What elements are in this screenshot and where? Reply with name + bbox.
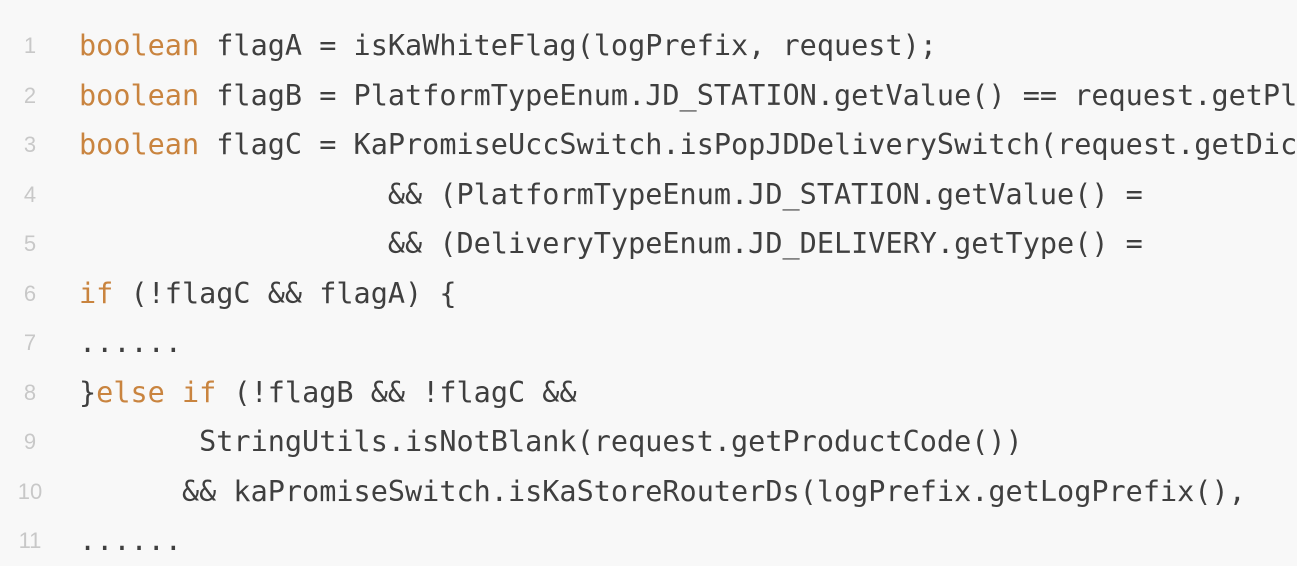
line-number: 3 <box>23 132 37 157</box>
code-keyword: if <box>79 276 114 310</box>
line-code: boolean flagC = KaPromiseUccSwitch.isPop… <box>79 120 1297 170</box>
line-number: 1 <box>23 33 37 58</box>
code-line: 11...... <box>0 516 1280 566</box>
code-line: 6 if (!flagC && flagA) { <box>0 269 1280 319</box>
line-code: && (DeliveryTypeEnum.JD_DELIVERY.getType… <box>79 219 1143 269</box>
code-text: ...... <box>79 524 182 557</box>
code-text: } <box>79 375 97 409</box>
line-number: 2 <box>23 82 37 108</box>
code-keyword: boolean <box>79 128 200 161</box>
code-text: (!flagB && !flagC && <box>216 375 577 409</box>
code-text: (!flagC && flagA) { <box>113 276 457 310</box>
line-number: 6 <box>23 280 37 306</box>
code-keyword: boolean <box>79 29 200 62</box>
code-line: 4 && (PlatformTypeEnum.JD_STATION.getVal… <box>0 170 1280 220</box>
code-text: && kaPromiseSwitch.isKaStoreRouterDs(log… <box>79 474 1246 508</box>
line-code: && (PlatformTypeEnum.JD_STATION.getValue… <box>79 170 1143 220</box>
line-number: 11 <box>18 528 42 553</box>
code-keyword: boolean <box>79 78 200 112</box>
line-code: boolean flagB = PlatformTypeEnum.JD_STAT… <box>79 71 1297 121</box>
code-text: && (DeliveryTypeEnum.JD_DELIVERY.getType… <box>79 227 1143 260</box>
line-number: 4 <box>23 181 37 207</box>
line-number: 8 <box>23 379 37 405</box>
line-code: boolean flagA = isKaWhiteFlag(logPrefix,… <box>79 21 937 71</box>
line-code: ...... <box>79 516 182 566</box>
code-keyword: else if <box>96 375 217 409</box>
code-line: 1 boolean flagA = isKaWhiteFlag(logPrefix… <box>0 21 1280 71</box>
code-viewer: 1 boolean flagA = isKaWhiteFlag(logPrefix… <box>0 21 1297 557</box>
code-line: 8}else if (!flagB && !flagC && <box>0 368 1280 418</box>
code-text: flagB = PlatformTypeEnum.JD_STATION.getV… <box>199 78 1297 112</box>
code-line: 5 && (DeliveryTypeEnum.JD_DELIVERY.getTy… <box>0 219 1280 269</box>
code-line: 10 && kaPromiseSwitch.isKaStoreRouterDs(… <box>0 467 1280 517</box>
code-line: 3 boolean flagC = KaPromiseUccSwitch.isPo… <box>0 120 1297 170</box>
line-code: }else if (!flagB && !flagC && <box>79 368 577 418</box>
line-number: 7 <box>23 330 37 355</box>
line-code: ...... <box>79 318 182 368</box>
line-code: StringUtils.isNotBlank(request.getProduc… <box>79 417 1023 467</box>
line-code: if (!flagC && flagA) { <box>79 269 457 319</box>
line-number: 9 <box>23 429 37 454</box>
line-number: 5 <box>23 231 37 256</box>
line-code: && kaPromiseSwitch.isKaStoreRouterDs(log… <box>79 467 1246 517</box>
code-text: ...... <box>79 326 182 359</box>
code-text: && (PlatformTypeEnum.JD_STATION.getValue… <box>79 177 1143 211</box>
code-text: flagC = KaPromiseUccSwitch.isPopJDDelive… <box>199 128 1297 161</box>
code-line: 7...... <box>0 318 1280 368</box>
code-line: 9 StringUtils.isNotBlank(request.getProd… <box>0 417 1280 467</box>
code-line: 2 boolean flagB = PlatformTypeEnum.JD_STA… <box>0 71 1297 121</box>
line-number: 10 <box>17 478 43 504</box>
code-text: flagA = isKaWhiteFlag(logPrefix, request… <box>199 29 937 62</box>
code-text: StringUtils.isNotBlank(request.getProduc… <box>79 425 1023 458</box>
